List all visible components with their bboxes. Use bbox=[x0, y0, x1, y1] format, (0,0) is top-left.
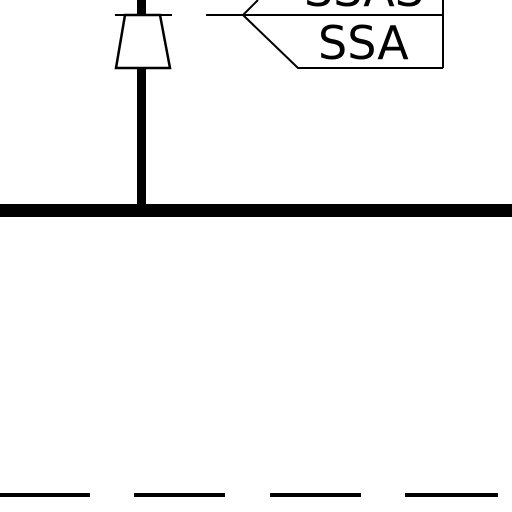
lower-tag-text: SSA bbox=[318, 16, 409, 70]
label-flag-lower: SSA bbox=[242, 14, 444, 70]
dashed-line bbox=[0, 493, 498, 497]
horizontal-bus-bar bbox=[0, 204, 512, 217]
vertical-line-lower-segment bbox=[137, 68, 146, 208]
upper-tag-text: SSAS bbox=[304, 0, 424, 17]
vertical-line-upper-segment bbox=[137, 0, 146, 15]
label-flag-upper: SSAS bbox=[206, 0, 444, 17]
trapezoid-symbol bbox=[114, 13, 172, 70]
